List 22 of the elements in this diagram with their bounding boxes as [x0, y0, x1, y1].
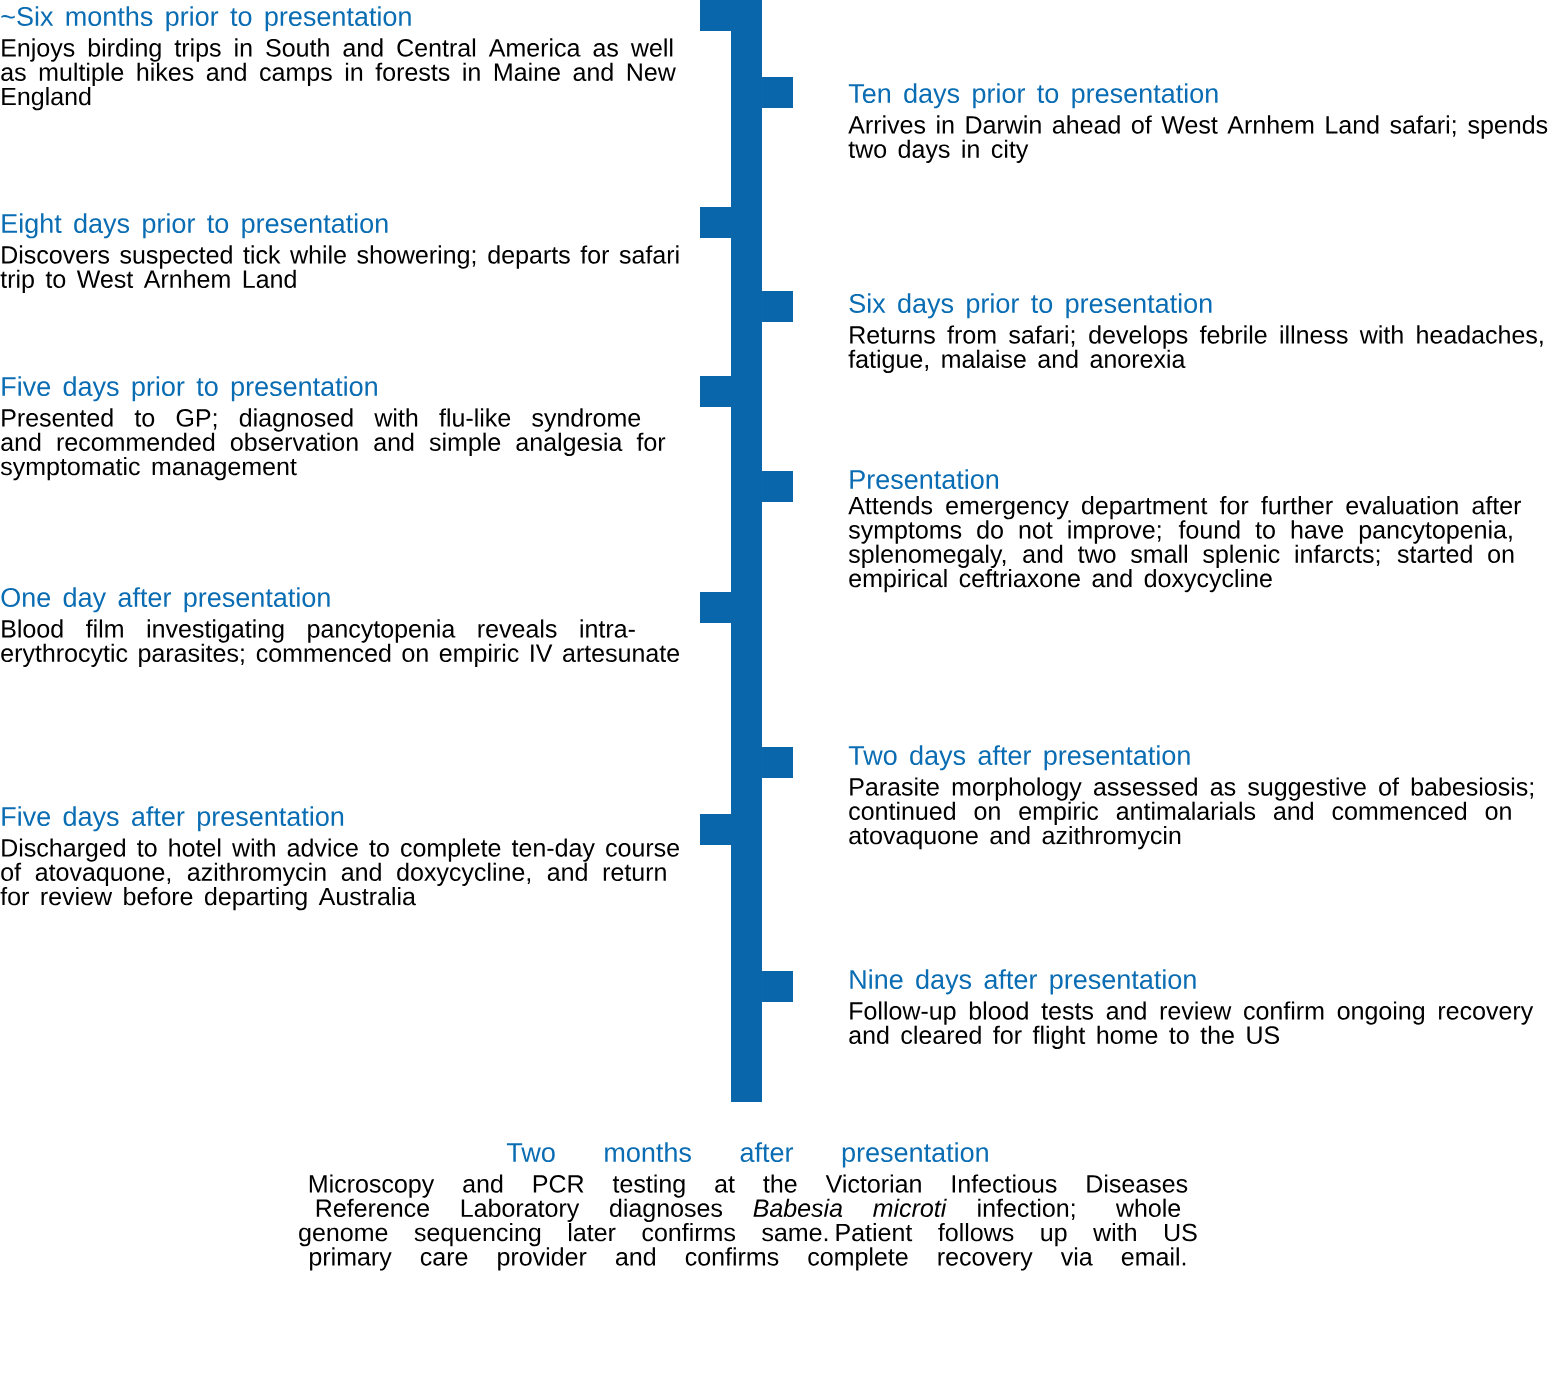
event-description: Microscopy and PCR testing at the Victorian Infectious Diseases Reference Laboratory diagnoses Babesia microti infection; whole genome sequencing later confirms same. Patient follows up with US primary care provider and confirms complete recovery via email. [299, 1174, 1197, 1271]
event-description: Presented to GP; diagnosed with flu-like syndrome and recommended observation and simple analgesia for symptomatic management [0, 408, 666, 481]
event-heading: Eight days prior to presentation [2, 213, 388, 239]
event-heading: ~Six months prior to presentation [1, 6, 411, 32]
event-heading: Nine days after presentation [850, 969, 1196, 995]
event-description: Discharged to hotel with advice to complete ten-day course of atovaquone, azithromycin and doxycycline, and return for review before departing Australia [0, 838, 679, 911]
event-heading: Five days prior to presentation [2, 376, 377, 402]
event-heading: One day after presentation [1, 587, 330, 613]
event-description: Attends emergency department for further evaluation after symptoms do not improve; found to have pancytopenia, splenomegaly, and two small splenic infarcts; started on empirical ceftriaxone and doxycycline [848, 496, 1522, 593]
event-heading: Two months after presentation [506, 1142, 988, 1168]
event-heading: Two days after presentation [848, 745, 1190, 771]
event-heading: Ten days prior to presentation [848, 83, 1218, 109]
event-description: Returns from safari; develops febrile illness with headaches, fatigue, malaise and anorexia [848, 325, 1543, 373]
event-description: Discovers suspected tick while showering; departs for safari trip to West Arnhem Land [0, 245, 679, 293]
event-heading: Five days after presentation [2, 806, 344, 832]
event-description: Parasite morphology assessed as suggestive of babesiosis; continued on empiric antimalarials and commenced on atovaquone and azithromycin [849, 777, 1533, 850]
event-heading: Six days prior to presentation [849, 293, 1212, 319]
event-description: Enjoys birding trips in South and Central America as well as multiple hikes and camps in forests in Maine and New England [1, 38, 676, 111]
event-description: Arrives in Darwin ahead of West Arnhem Land safari; spends two days in city [848, 115, 1548, 163]
event-description: Blood film investigating pancytopenia reveals intra-erythrocytic parasites; commenced on empiric IV artesunate [1, 619, 679, 667]
event-heading: Presentation [850, 469, 999, 490]
event-description: Follow-up blood tests and review confirm ongoing recovery and cleared for flight home to the US [849, 1001, 1534, 1049]
